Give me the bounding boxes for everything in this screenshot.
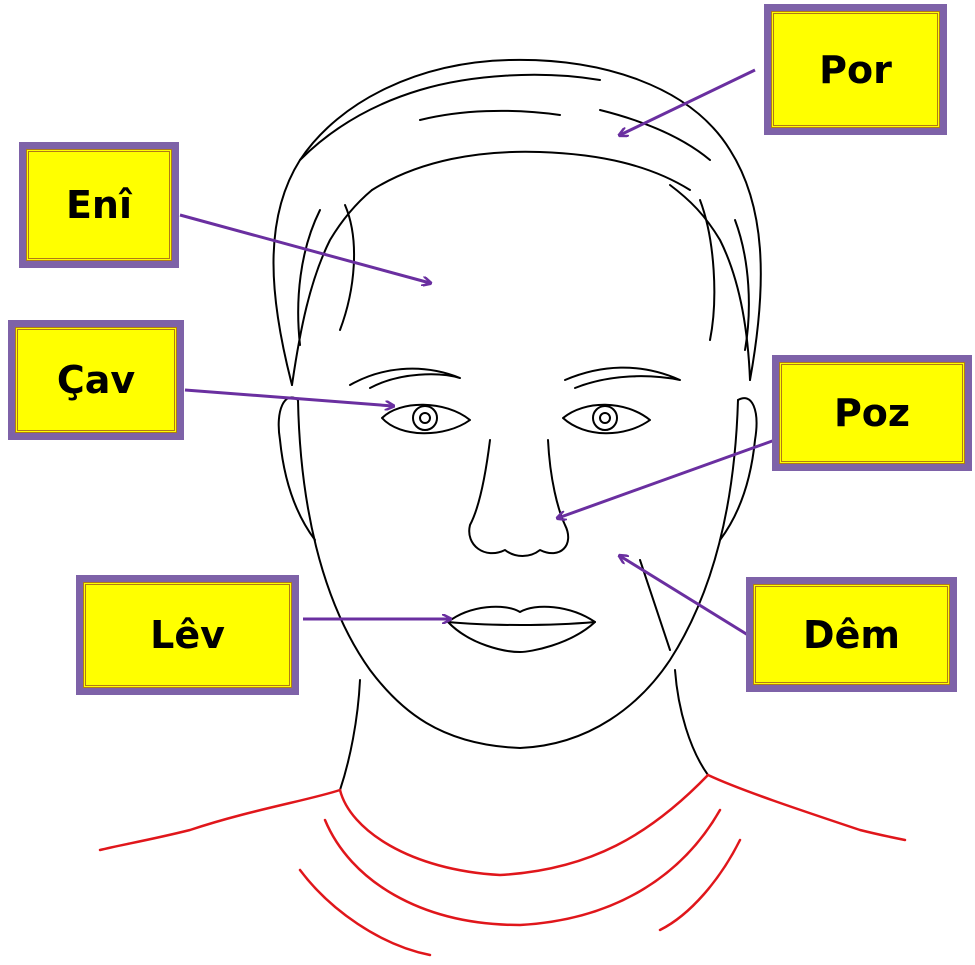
label-forehead-text: Enî [66,186,132,224]
face-drawing [274,60,761,790]
label-forehead: Enî [19,142,179,268]
face-outline [298,400,738,748]
arrow-eye [185,390,393,406]
label-lips: Lêv [76,575,299,695]
arrow-nose [558,440,775,518]
label-hair-text: Por [819,51,892,89]
label-nose-text: Poz [834,394,910,432]
label-nose: Poz [772,355,972,471]
label-cheek: Dêm [746,577,957,692]
hair-outline [274,60,761,385]
label-eye-text: Çav [57,361,135,399]
arrow-forehead [180,215,430,283]
label-eye: Çav [8,320,184,440]
shirt-collar [100,775,905,955]
label-hair: Por [764,4,947,135]
label-cheek-text: Dêm [803,616,900,654]
arrow-cheek [620,556,748,635]
label-lips-text: Lêv [150,616,225,654]
